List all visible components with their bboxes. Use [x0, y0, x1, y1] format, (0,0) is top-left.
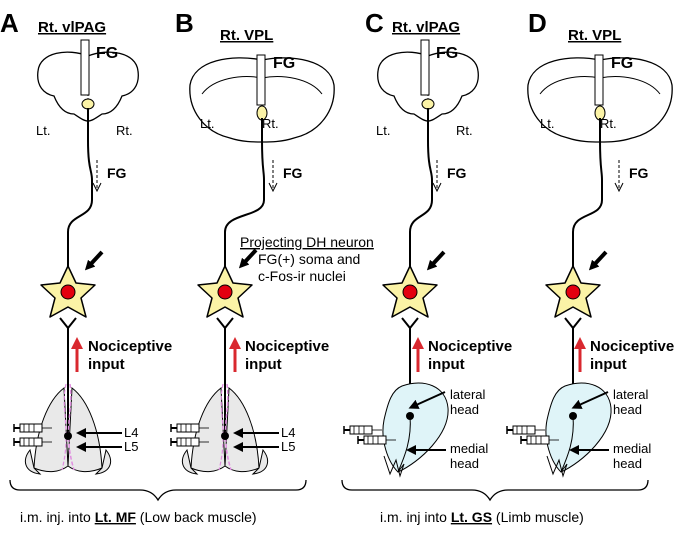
afferent-terminal [221, 432, 229, 440]
left-side-label: Lt. [376, 123, 390, 138]
nociceptive-label-line1: Nociceptive [88, 338, 172, 355]
afferent-terminal [569, 412, 577, 420]
injection-region-label: Rt. VPL [220, 27, 273, 44]
right-side-label: Rt. [262, 116, 279, 131]
lateral-head-label-2: head [613, 402, 642, 417]
projection-axon [572, 118, 603, 272]
primary-afferent [216, 317, 234, 435]
injection-region-label: Rt. vlPAG [38, 19, 106, 36]
neuron-pointer-arrow [426, 250, 446, 271]
medial-head-label-1: medial [450, 441, 488, 456]
mf-caption: i.m. inj. into Lt. MF (Low back muscle) [20, 509, 257, 525]
panel-a: A Rt. vlPAG FG Lt. Rt. FG Nociceptive in… [0, 8, 172, 475]
legend-title: Projecting DH neuron [240, 234, 374, 250]
neuron-pointer-arrow [588, 250, 608, 271]
injection-site [81, 98, 95, 110]
lateral-head-arrow [408, 391, 446, 409]
nociceptive-label-line2: input [590, 356, 627, 373]
tracer-label: FG [273, 55, 295, 72]
panel-b: B Rt. VPL FG Lt. Rt. FG Nociceptive inpu… [170, 8, 335, 475]
panel-d: D Rt. VPL FG Lt. Rt. FG Nociceptive inpu… [506, 8, 674, 478]
dh-neuron [545, 265, 601, 318]
neuron-legend: Projecting DH neuron FG(+) soma and c-Fo… [240, 234, 374, 284]
right-side-label: Rt. [116, 123, 133, 138]
nociceptive-label-line1: Nociceptive [590, 338, 674, 355]
panel-letter: A [0, 8, 19, 38]
primary-afferent [59, 317, 77, 435]
lateral-head-label-2: head [450, 402, 479, 417]
panel-letter: B [175, 8, 194, 38]
legend-line3: c-Fos-ir nuclei [258, 268, 346, 284]
tracer-pipette [256, 54, 266, 106]
tracer-pipette [80, 39, 90, 96]
projection-axon [409, 108, 433, 272]
left-side-label: Lt. [540, 116, 554, 131]
afferent-terminal [64, 432, 72, 440]
nociceptive-label-line2: input [428, 356, 465, 373]
injection-site [421, 98, 435, 110]
legend-line2: FG(+) soma and [258, 251, 360, 267]
medial-head-label-1: medial [613, 441, 651, 456]
nociceptive-label-line1: Nociceptive [428, 338, 512, 355]
right-side-label: Rt. [600, 116, 617, 131]
syringe-1 [506, 425, 546, 435]
tracer-label: FG [96, 45, 118, 62]
lateral-head-label-1: lateral [613, 387, 649, 402]
l4-label: L4 [124, 425, 138, 440]
nociceptive-label-line1: Nociceptive [245, 338, 329, 355]
tracer-label: FG [611, 55, 633, 72]
injection-region-label: Rt. VPL [568, 27, 621, 44]
gs-muscle [382, 382, 449, 478]
gs-caption-target: Lt. GS [451, 509, 492, 525]
dh-neuron [40, 265, 96, 318]
l5-label: L5 [281, 439, 295, 454]
tracer-label: FG [436, 45, 458, 62]
l4-label: L4 [281, 425, 295, 440]
mf-caption-target: Lt. MF [95, 509, 137, 525]
medial-head-label-2: head [450, 456, 479, 471]
l5-label: L5 [124, 439, 138, 454]
projection-axon [224, 118, 265, 272]
gs-brace [341, 479, 649, 502]
neuron-pointer-arrow [84, 250, 104, 271]
right-side-label: Rt. [456, 123, 473, 138]
panel-letter: D [528, 8, 547, 38]
dh-neuron [197, 265, 253, 318]
projection-axon [67, 108, 93, 272]
panel-c: C Rt. vlPAG FG Lt. Rt. FG Nociceptive in… [343, 8, 512, 478]
retrograde-label: FG [629, 165, 649, 181]
tracer-pipette [594, 54, 604, 106]
panel-letter: C [365, 8, 384, 38]
gs-caption: i.m. inj into Lt. GS (Limb muscle) [380, 509, 584, 525]
nociceptive-label-line2: input [245, 356, 282, 373]
retrograde-label: FG [107, 165, 127, 181]
tracer-pipette [420, 39, 430, 96]
medial-head-label-2: head [613, 456, 642, 471]
left-side-label: Lt. [200, 116, 214, 131]
injection-region-label: Rt. vlPAG [392, 19, 460, 36]
gs-muscle [545, 382, 612, 478]
neuron-pointer-arrow [238, 248, 258, 269]
dh-neuron [382, 265, 438, 318]
afferent-terminal [406, 412, 414, 420]
nociceptive-label-line2: input [88, 356, 125, 373]
syringe-1 [343, 425, 383, 435]
left-side-label: Lt. [36, 123, 50, 138]
lateral-head-label-1: lateral [450, 387, 486, 402]
lateral-head-arrow [571, 391, 609, 409]
mf-brace [9, 479, 307, 502]
retrograde-label: FG [447, 165, 467, 181]
retrograde-label: FG [283, 165, 303, 181]
